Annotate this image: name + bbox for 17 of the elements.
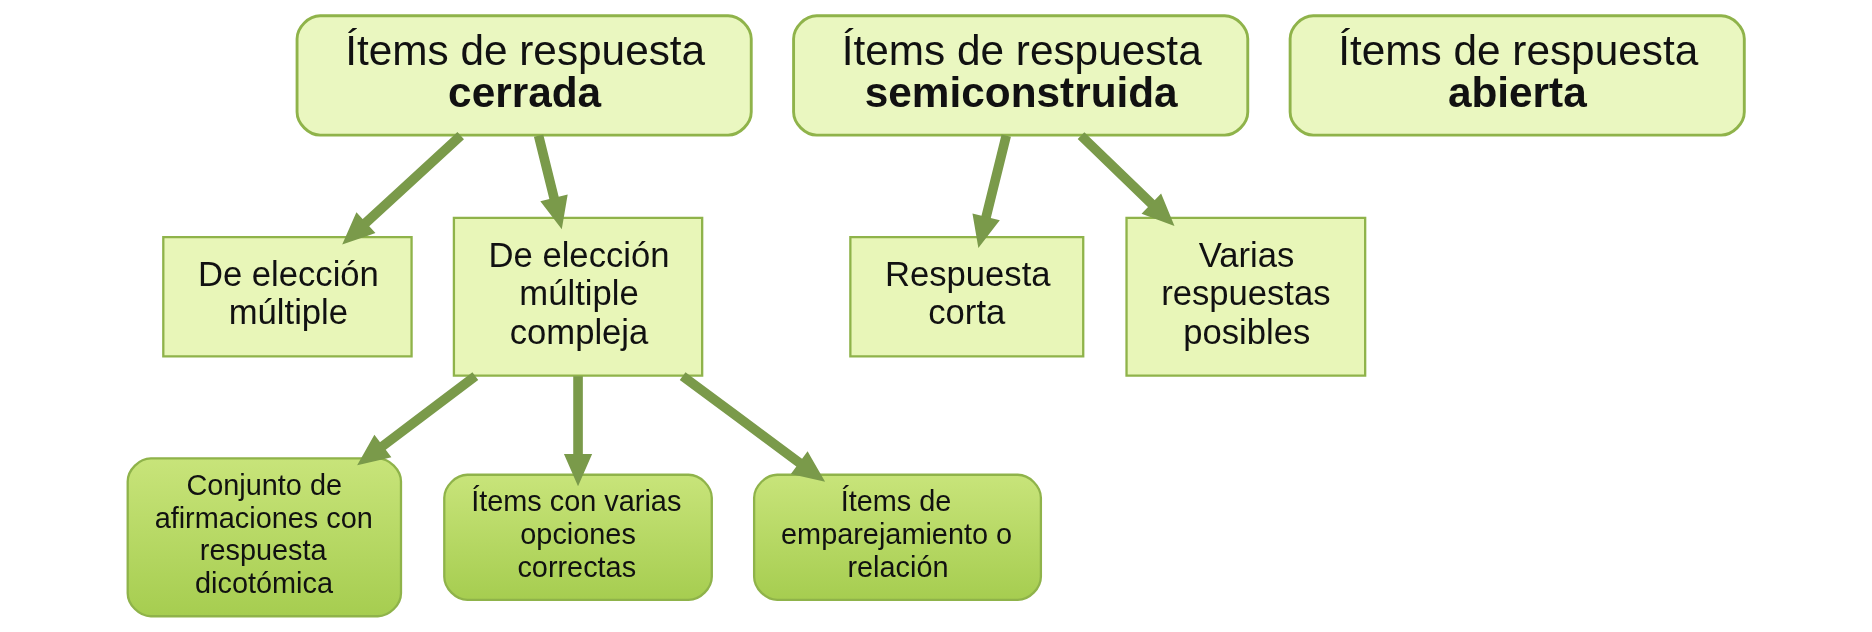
- arrow: [1077, 132, 1175, 226]
- node-box: Conjunto de afirmaciones con respuesta dicotómica: [126, 457, 403, 618]
- arrow: [563, 376, 593, 487]
- arrow: [972, 134, 1011, 249]
- node-box: Ítems de respuesta semiconstruida: [792, 14, 1250, 137]
- arrow: [533, 134, 568, 230]
- arrow: [342, 132, 464, 245]
- node-box: De elección múltiple: [162, 235, 413, 358]
- arrow: [679, 372, 826, 482]
- node-box: Respuesta corta: [849, 235, 1085, 358]
- node-box: Ítems de emparejamiento o relación: [752, 473, 1043, 602]
- node-box: Ítems con varias opciones correctas: [443, 473, 713, 602]
- node-box: De elección múltiple compleja: [452, 216, 704, 377]
- arrow: [357, 372, 479, 466]
- node-box: Ítems de respuesta cerrada: [295, 14, 753, 137]
- node-box: Ítems de respuesta abierta: [1288, 14, 1746, 137]
- node-box: Varias respuestas posibles: [1125, 216, 1367, 377]
